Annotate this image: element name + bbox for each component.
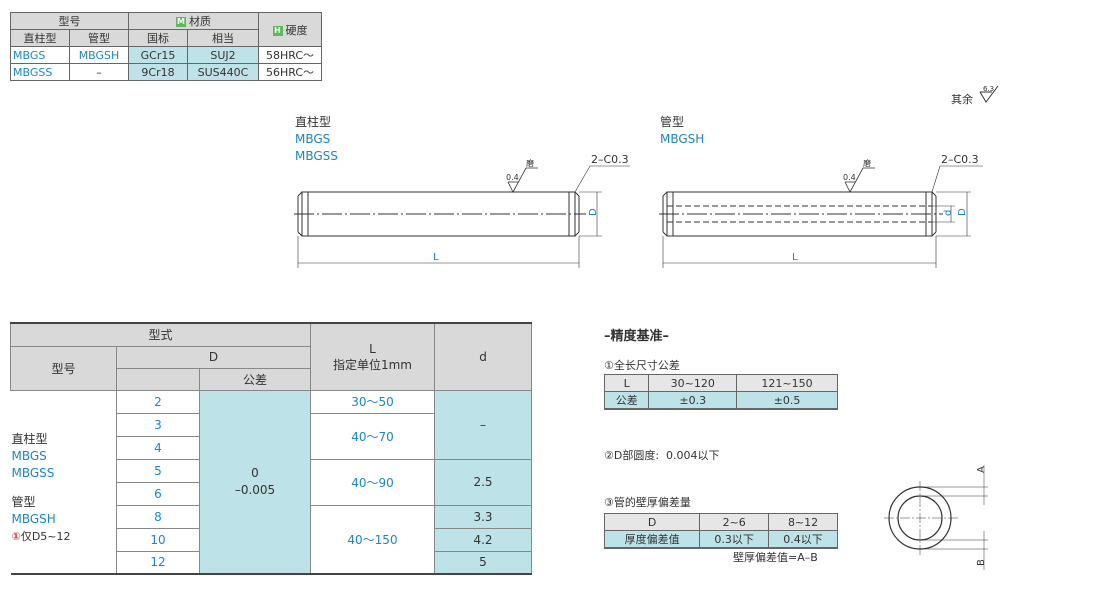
sub-tube: 管型 xyxy=(69,29,129,47)
svg-text:B: B xyxy=(976,559,987,566)
table-row: MBGS MBGSH GCr15 SUJ2 58HRC～ xyxy=(10,46,322,64)
sub-equiv: 相当 xyxy=(187,29,259,47)
drawing-tube-pin: d D L 0.4 磨 2–C0.3 xyxy=(659,153,983,268)
roughness-symbol-icon: 6.3 xyxy=(979,85,999,103)
drawing-straight-pin: D L 0.4 磨 2–C0.3 xyxy=(294,153,630,268)
svg-text:6.3: 6.3 xyxy=(983,85,994,93)
accuracy-item3-title: ③管的壁厚偏差量 xyxy=(604,496,691,509)
warning-icon: ① xyxy=(11,529,21,543)
tolerance-cell: 0 –0.005 xyxy=(199,389,311,575)
drawing-left-labels: 直柱型 MBGS MBGSS xyxy=(295,115,338,163)
accuracy-item2: ②D部圆度: 0.004以下 xyxy=(604,449,720,462)
table-row: MBGSS – 9Cr18 SUS440C 56HRC～ xyxy=(10,63,322,81)
sub-gb: 国标 xyxy=(128,29,188,47)
svg-text:d: d xyxy=(943,210,954,216)
wall-thickness-table: D 2~6 8~12 厚度偏差值 0.3以下 0.4以下 xyxy=(603,513,838,549)
material-badge: M xyxy=(176,17,186,27)
hardness-badge: H xyxy=(272,25,283,36)
surface-note: 其余 xyxy=(951,93,973,106)
drawing-right-labels: 管型 MBGSH xyxy=(660,115,705,146)
tube-cross-section-diagram: A B xyxy=(884,465,988,570)
length-tolerance-table: L 30~120 121~150 公差 ±0.3 ±0.5 xyxy=(603,374,839,410)
svg-text:0.4: 0.4 xyxy=(843,173,856,182)
model-cell: 直柱型 MBGS MBGSS 管型 MBGSH ①仅D5~12 xyxy=(10,390,117,574)
svg-text:2–C0.3: 2–C0.3 xyxy=(591,153,629,166)
spec-table: 型式 L 指定单位1mm d 型号 D 公差 直柱型 MBGS MBGSS 管型… xyxy=(10,322,532,575)
accuracy-item1-title: ①全长尺寸公差 xyxy=(604,359,680,372)
svg-text:A: A xyxy=(976,466,987,473)
svg-text:D: D xyxy=(957,208,968,216)
header-model: 型号 xyxy=(10,12,129,30)
svg-text:D: D xyxy=(588,208,599,216)
svg-text:磨: 磨 xyxy=(863,158,871,168)
svg-text:0.4: 0.4 xyxy=(506,173,519,182)
svg-text:L: L xyxy=(792,252,798,263)
svg-text:L: L xyxy=(433,252,439,263)
sub-straight: 直柱型 xyxy=(10,29,70,47)
svg-text:磨: 磨 xyxy=(526,158,534,168)
wall-thickness-note: 壁厚偏差值=A–B xyxy=(733,551,818,564)
accuracy-title: –精度基准– xyxy=(604,329,670,344)
svg-text:2–C0.3: 2–C0.3 xyxy=(941,153,979,166)
